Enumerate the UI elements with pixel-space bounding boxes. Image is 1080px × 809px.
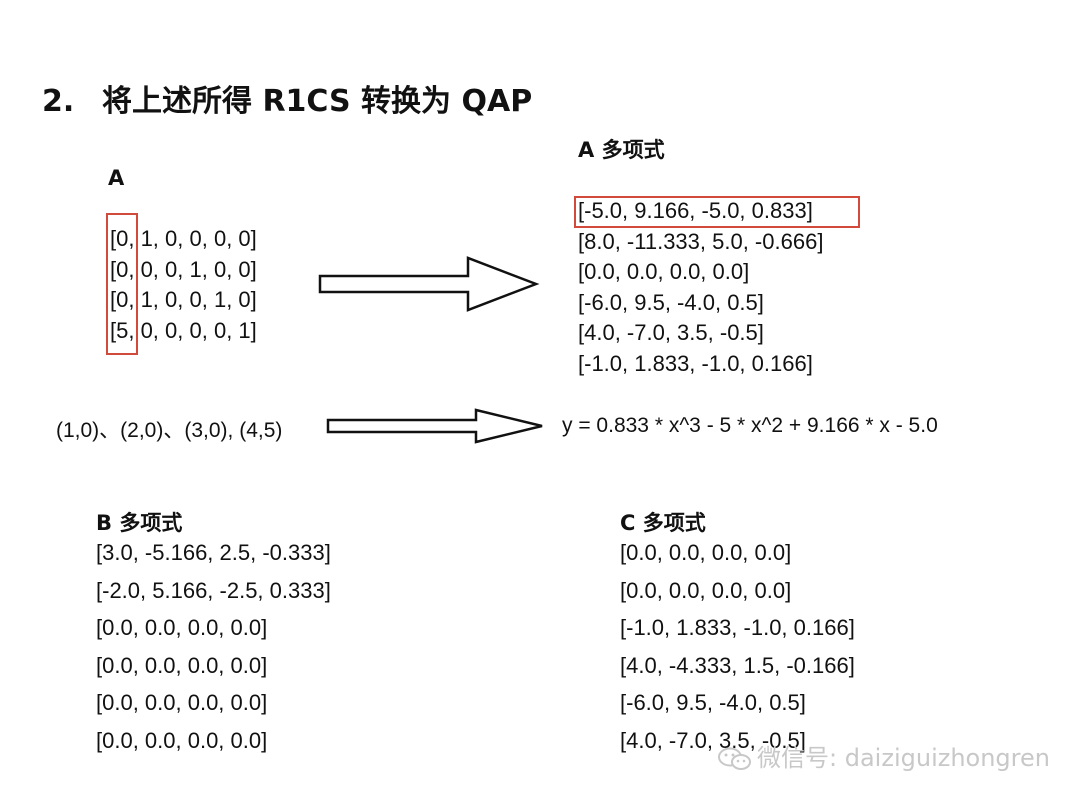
watermark-text: 微信号: daiziguizhongren bbox=[757, 744, 1050, 772]
poly-b-rows: [3.0, -5.166, 2.5, -0.333] [-2.0, 5.166,… bbox=[96, 534, 331, 759]
watermark: 微信号: daiziguizhongren bbox=[717, 738, 1050, 773]
poly-b-row: [0.0, 0.0, 0.0, 0.0] bbox=[96, 727, 268, 753]
poly-c-row: [4.0, -4.333, 1.5, -0.166] bbox=[620, 652, 855, 678]
transform-arrow-large bbox=[318, 256, 540, 312]
title-text: 将上述所得 R1CS 转换为 QAP bbox=[102, 84, 533, 119]
matrix-a-first-column-highlight bbox=[106, 213, 138, 355]
poly-a-row: [4.0, -7.0, 3.5, -0.5] bbox=[578, 320, 764, 345]
poly-b-label: B 多项式 bbox=[96, 511, 183, 535]
slide-title: 2. 将上述所得 R1CS 转换为 QAP bbox=[42, 76, 532, 120]
matrix-a-row: [0, 1, 0, 0, 0, 0] bbox=[110, 226, 257, 251]
poly-a-rows: [-5.0, 9.166, -5.0, 0.833] [8.0, -11.333… bbox=[578, 196, 823, 379]
poly-a-first-row-highlight bbox=[574, 196, 860, 228]
poly-c-row: [0.0, 0.0, 0.0, 0.0] bbox=[620, 577, 792, 603]
poly-a-row: [0.0, 0.0, 0.0, 0.0] bbox=[578, 259, 750, 284]
matrix-a-row: [0, 0, 0, 1, 0, 0] bbox=[110, 256, 257, 282]
poly-b-row: [-2.0, 5.166, -2.5, 0.333] bbox=[96, 577, 331, 603]
interpolation-arrow bbox=[326, 408, 543, 444]
poly-b-row: [0.0, 0.0, 0.0, 0.0] bbox=[96, 615, 268, 640]
poly-b-row: [3.0, -5.166, 2.5, -0.333] bbox=[96, 540, 331, 565]
poly-c-row: [0.0, 0.0, 0.0, 0.0] bbox=[620, 540, 792, 565]
poly-c-row: [-1.0, 1.833, -1.0, 0.166] bbox=[620, 615, 855, 640]
interpolation-points: (1,0)、(2,0)、(3,0), (4,5) bbox=[56, 419, 283, 442]
poly-c-row: [4.0, -7.0, 3.5, -0.5] bbox=[620, 727, 806, 753]
poly-c-row: [-6.0, 9.5, -4.0, 0.5] bbox=[620, 690, 806, 715]
matrix-a-row: [0, 1, 0, 0, 1, 0] bbox=[110, 287, 257, 312]
poly-a-row: [-5.0, 9.166, -5.0, 0.833] bbox=[578, 198, 813, 223]
interpolated-equation: y = 0.833 * x^3 - 5 * x^2 + 9.166 * x - … bbox=[562, 414, 938, 437]
poly-b-row: [0.0, 0.0, 0.0, 0.0] bbox=[96, 652, 268, 678]
poly-a-row: [-1.0, 1.833, -1.0, 0.166] bbox=[578, 350, 813, 376]
poly-c-label: C 多项式 bbox=[620, 511, 706, 535]
title-number: 2. bbox=[42, 84, 75, 119]
poly-a-row: [-6.0, 9.5, -4.0, 0.5] bbox=[578, 289, 764, 315]
poly-a-label: A 多项式 bbox=[578, 138, 665, 162]
matrix-a-row: [5, 0, 0, 0, 0, 1] bbox=[110, 317, 257, 343]
matrix-a-label: A bbox=[108, 166, 125, 190]
matrix-a-rows: [0, 1, 0, 0, 0, 0] [0, 0, 0, 1, 0, 0] [0… bbox=[110, 224, 257, 346]
poly-a-row: [8.0, -11.333, 5.0, -0.666] bbox=[578, 228, 824, 254]
wechat-icon bbox=[718, 747, 752, 770]
poly-c-rows: [0.0, 0.0, 0.0, 0.0] [0.0, 0.0, 0.0, 0.0… bbox=[620, 534, 855, 759]
poly-b-row: [0.0, 0.0, 0.0, 0.0] bbox=[96, 690, 268, 715]
